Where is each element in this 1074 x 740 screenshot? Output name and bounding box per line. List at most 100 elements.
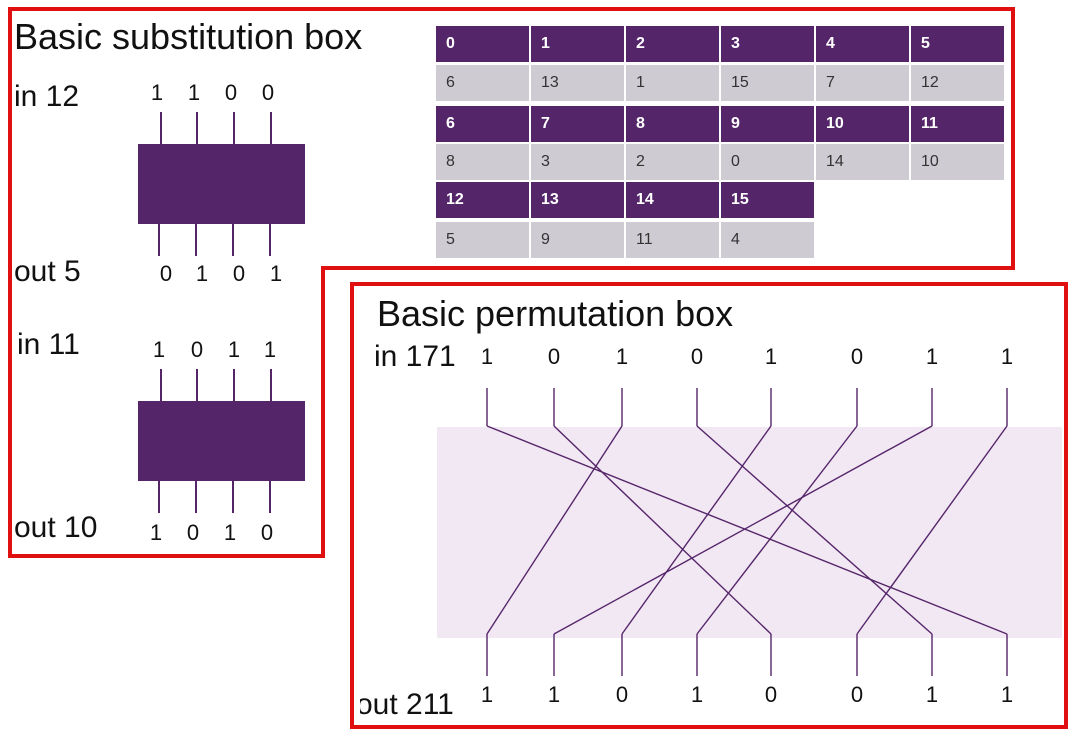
table-value-cell: 3	[531, 144, 624, 180]
permutation-title: Basic permutation box	[377, 293, 734, 334]
sbox1-in-bit: 1	[150, 80, 164, 105]
sbox2-out-bit: 0	[186, 520, 200, 545]
sbox2-out-wire	[269, 481, 271, 513]
sbox2-in-bit: 1	[263, 337, 277, 362]
table-key-cell: 15	[721, 182, 814, 218]
pbox-permutation-wire	[856, 425, 1008, 635]
table-value-cell: 12	[911, 65, 1004, 101]
pbox-out-bit: 1	[925, 682, 939, 707]
pbox-out-bit: 0	[850, 682, 864, 707]
permutation-band	[437, 427, 1062, 638]
sbox2-out-bit: 1	[223, 520, 237, 545]
table-key-cell: 11	[911, 106, 1004, 142]
sbox2-in-wire	[196, 369, 198, 401]
sbox1-in-bit: 1	[187, 80, 201, 105]
table-key-cell: 3	[721, 26, 814, 62]
table-key-cell: 0	[436, 26, 529, 62]
pbox-out-bit: 1	[547, 682, 561, 707]
sbox1-in-wire	[196, 112, 198, 144]
table-value-cell: 4	[721, 222, 814, 258]
sbox1-out-bit: 0	[159, 261, 173, 286]
table-value-cell: 0	[721, 144, 814, 180]
sbox1-in-wire	[270, 112, 272, 144]
sbox1-out-bit: 1	[195, 261, 209, 286]
substitution-box-1	[138, 144, 305, 224]
permutation-frame	[350, 282, 1068, 729]
table-key-cell: 7	[531, 106, 624, 142]
table-value-cell: 1	[626, 65, 719, 101]
pbox-out-bit: 1	[480, 682, 494, 707]
sbox1-out-wire	[232, 224, 234, 256]
sbox2-in-label: in 11	[17, 328, 80, 361]
pbox-in-bit: 1	[480, 344, 494, 369]
pbox-in-bit: 1	[925, 344, 939, 369]
pbox-out-bit: 1	[690, 682, 704, 707]
substitution-title: Basic substitution box	[14, 16, 363, 57]
sbox2-in-bit: 0	[190, 337, 204, 362]
pbox-permutation-wire	[621, 425, 772, 635]
sbox2-in-bit: 1	[227, 337, 241, 362]
table-key-cell: 13	[531, 182, 624, 218]
table-value-cell: 15	[721, 65, 814, 101]
sbox1-out-label: out 5	[14, 255, 81, 288]
sbox1-in-label: in 12	[14, 80, 80, 113]
table-key-cell: 6	[436, 106, 529, 142]
sbox2-out-bit: 0	[260, 520, 274, 545]
sbox2-in-bit: 1	[152, 337, 166, 362]
pbox-out-bit: 0	[615, 682, 629, 707]
pbox-permutation-wire	[486, 425, 1008, 635]
table-value-cell: 5	[436, 222, 529, 258]
table-key-cell: 10	[816, 106, 909, 142]
sbox1-out-bit: 1	[269, 261, 283, 286]
pbox-permutation-wire	[553, 425, 772, 635]
sbox1-out-wire	[195, 224, 197, 256]
table-key-cell: 4	[816, 26, 909, 62]
table-key-cell: 2	[626, 26, 719, 62]
pbox-out-bit: 1	[1000, 682, 1014, 707]
table-value-cell: 7	[816, 65, 909, 101]
sbox2-out-label: out 10	[14, 511, 98, 544]
table-key-cell: 5	[911, 26, 1004, 62]
table-value-cell: 10	[911, 144, 1004, 180]
pbox-permutation-wire	[696, 425, 858, 635]
sbox2-in-wire	[160, 369, 162, 401]
sbox2-out-wire	[195, 481, 197, 513]
sbox2-out-bit: 1	[149, 520, 163, 545]
table-key-cell: 9	[721, 106, 814, 142]
pbox-permutation-wire	[486, 425, 623, 635]
pbox-in-bit: 0	[690, 344, 704, 369]
sbox1-out-wire	[158, 224, 160, 256]
pbox-in-bit: 1	[764, 344, 778, 369]
table-value-cell: 13	[531, 65, 624, 101]
pbox-out-label: out 211	[360, 690, 454, 720]
table-key-cell: 1	[531, 26, 624, 62]
sbox1-out-bit: 0	[232, 261, 246, 286]
sbox1-out-wire	[269, 224, 271, 256]
pbox-in-bit: 1	[1000, 344, 1014, 369]
sbox1-in-wire	[233, 112, 235, 144]
sbox1-in-bit: 0	[261, 80, 275, 105]
sbox1-in-bit: 0	[224, 80, 238, 105]
table-value-cell: 8	[436, 144, 529, 180]
pbox-in-label: in 171	[374, 340, 456, 373]
pbox-in-bit: 0	[850, 344, 864, 369]
substitution-frame	[8, 7, 1015, 558]
table-value-cell: 6	[436, 65, 529, 101]
table-key-cell: 12	[436, 182, 529, 218]
table-value-cell: 14	[816, 144, 909, 180]
pbox-permutation-wire	[553, 425, 933, 635]
sbox1-in-wire	[160, 112, 162, 144]
pbox-out-bit: 0	[764, 682, 778, 707]
sbox2-out-wire	[158, 481, 160, 513]
table-value-cell: 11	[626, 222, 719, 258]
sbox2-out-wire	[232, 481, 234, 513]
table-value-cell: 2	[626, 144, 719, 180]
table-value-cell: 9	[531, 222, 624, 258]
pbox-permutation-wire	[696, 425, 933, 635]
sbox2-in-wire	[270, 369, 272, 401]
sbox2-in-wire	[233, 369, 235, 401]
pbox-in-bit: 1	[615, 344, 629, 369]
table-key-cell: 8	[626, 106, 719, 142]
